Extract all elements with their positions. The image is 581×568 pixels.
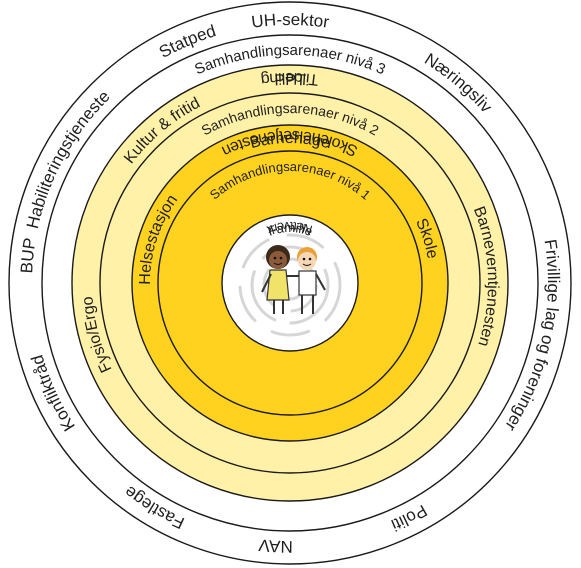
- child-boy: [286, 247, 326, 314]
- girl-face: [269, 251, 287, 269]
- label-ppt: PPT: [274, 72, 307, 90]
- label-uh-sektor: UH-sektor: [250, 10, 330, 32]
- label-nettverk: Nettverk: [264, 219, 314, 238]
- label-tildeling: Tildeling: [260, 69, 320, 88]
- boy-face: [298, 252, 316, 270]
- ring-layers: [8, 1, 572, 565]
- child-girl: [261, 245, 290, 314]
- swirl-ring: [250, 245, 330, 325]
- label-bup: BUP: [17, 237, 40, 274]
- swirl-ring: [238, 233, 342, 337]
- children-icon: [238, 233, 342, 337]
- girl-dress: [266, 269, 290, 301]
- label-familie: Familie: [266, 220, 315, 239]
- boy-shirt: [298, 270, 317, 296]
- label-nav: NAV: [257, 535, 293, 556]
